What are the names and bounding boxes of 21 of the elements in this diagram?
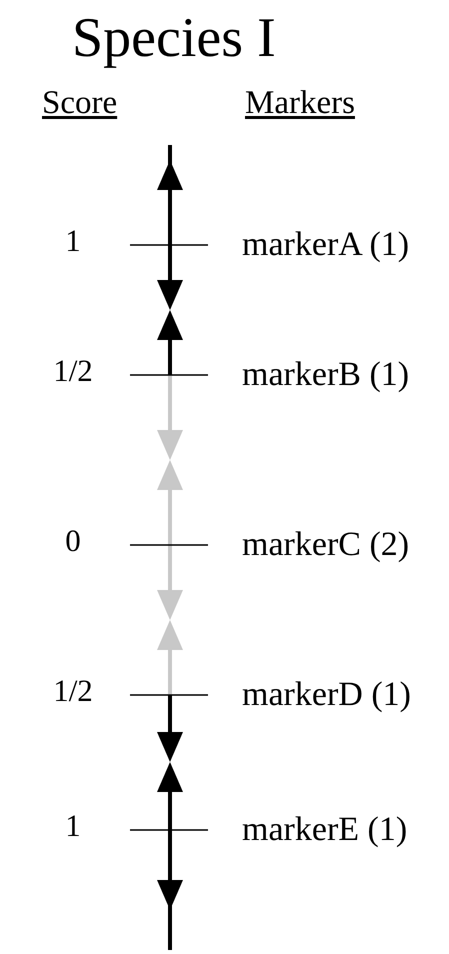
arrow <box>157 393 183 460</box>
score-value: 1 <box>64 223 82 259</box>
marker-label: markerB (1) <box>242 356 410 394</box>
score-value: 0 <box>64 523 82 559</box>
arrow <box>157 563 183 620</box>
marker-label: markerC (2) <box>242 526 410 564</box>
marker-label: markerA (1) <box>242 226 410 264</box>
arrow <box>157 620 183 677</box>
arrow <box>157 310 183 357</box>
arrow <box>157 762 183 812</box>
arrow <box>157 263 183 310</box>
title: Species I <box>72 8 276 70</box>
arrow <box>157 713 183 762</box>
marker-label: markerD (1) <box>242 676 411 714</box>
column-heading: Score <box>42 84 118 123</box>
arrow <box>157 460 183 527</box>
column-heading: Markers <box>245 84 355 123</box>
score-value: 1 <box>64 808 82 844</box>
score-value: 1/2 <box>52 353 94 389</box>
marker-label: markerE (1) <box>242 811 408 849</box>
score-value: 1/2 <box>52 673 94 709</box>
